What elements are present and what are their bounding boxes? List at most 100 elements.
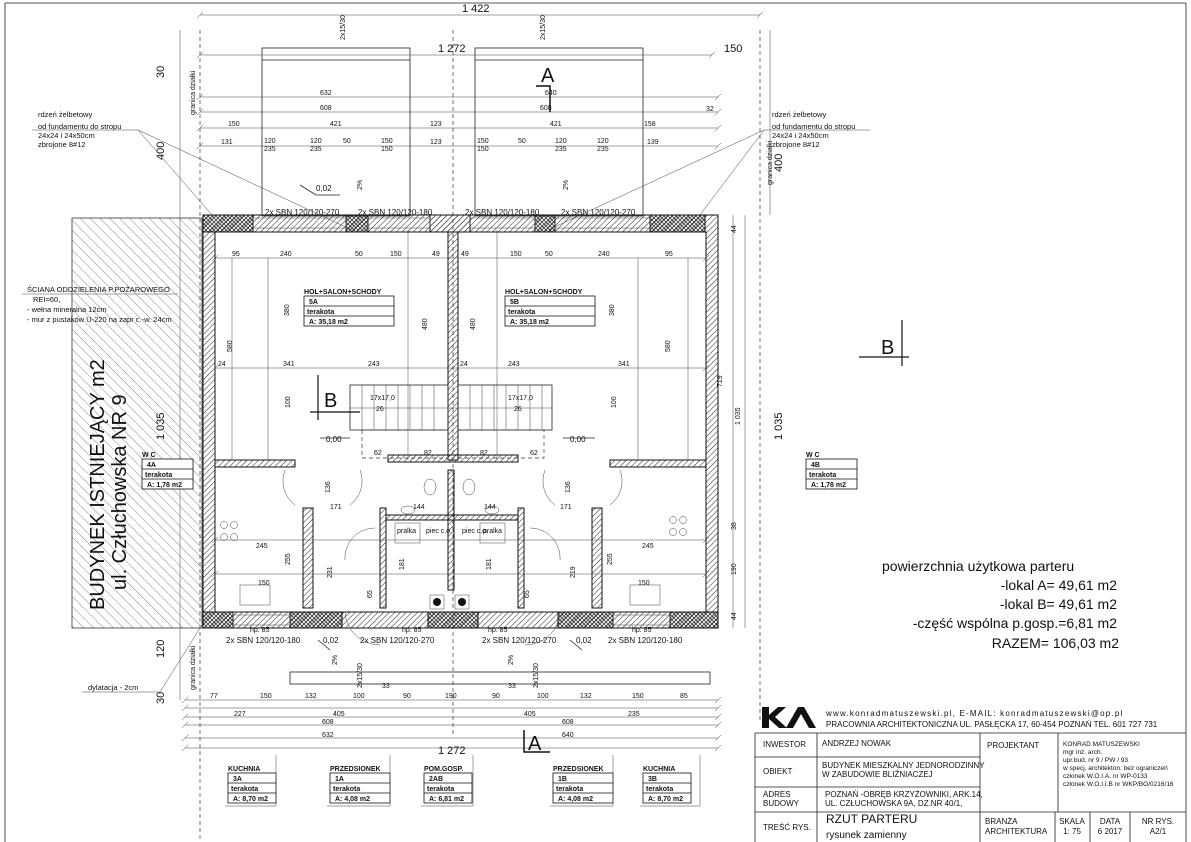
existing-building-area bbox=[71, 217, 203, 629]
dimension-label: 608 bbox=[562, 719, 574, 726]
section-markers: A A B B bbox=[310, 65, 909, 755]
svg-text:30: 30 bbox=[155, 66, 167, 78]
room-name: KUCHNIA bbox=[228, 766, 260, 773]
dimension-label: 421 bbox=[550, 121, 562, 128]
company-logo bbox=[762, 707, 816, 728]
dimension-label: 136 bbox=[565, 481, 572, 493]
svg-text:2x SBN 120/120-270: 2x SBN 120/120-270 bbox=[561, 208, 636, 217]
room-number: 1A bbox=[335, 776, 344, 783]
dimension-label: 100 bbox=[611, 396, 618, 408]
dimension-label: 2x15/30 bbox=[540, 15, 547, 40]
svg-text:UL. CZŁUCHOWSKA 9A, DZ.NR 40/1: UL. CZŁUCHOWSKA 9A, DZ.NR 40/1, bbox=[825, 799, 962, 808]
dimension-label: 181 bbox=[486, 558, 493, 570]
dimension-label: 150 bbox=[632, 693, 644, 700]
dimension-label: 17x17,0 bbox=[370, 395, 395, 402]
dimension-label: 240 bbox=[280, 251, 292, 258]
room-name: PRZEDSIONEK bbox=[553, 766, 604, 773]
boundary-label-right: granica działki bbox=[767, 140, 774, 185]
svg-text:1 272: 1 272 bbox=[438, 43, 466, 55]
dimension-label: 190 bbox=[731, 563, 738, 575]
dimension-label: 65 bbox=[367, 590, 374, 598]
dimension-label: 380 bbox=[609, 304, 616, 316]
room-floor: terakota bbox=[809, 472, 836, 479]
svg-text:2x SBN 120/120-180: 2x SBN 120/120-180 bbox=[358, 208, 433, 217]
svg-text:1 272: 1 272 bbox=[438, 745, 466, 757]
room-number: 2AB bbox=[429, 776, 443, 783]
svg-text:członek W.O.I.I.B nr WKP/BO/02: członek W.O.I.I.B nr WKP/BO/0216/16 bbox=[1063, 781, 1174, 788]
svg-text:2x SBN 120/120-180: 2x SBN 120/120-180 bbox=[226, 636, 301, 645]
dimension-label: 32 bbox=[706, 106, 714, 113]
overall-dimensions: 1 422 1 272 150 1 272 1 035 1 035 400 40… bbox=[155, 3, 785, 757]
svg-text:0,02: 0,02 bbox=[576, 636, 592, 645]
svg-text:1 035: 1 035 bbox=[735, 407, 742, 425]
dimension-label: 82 bbox=[424, 450, 432, 457]
dimension-label: 65 bbox=[524, 590, 531, 598]
dimension-label: 245 bbox=[642, 543, 654, 550]
room-name: W C bbox=[806, 452, 820, 459]
svg-text:150: 150 bbox=[724, 43, 742, 55]
dimension-label: 150 bbox=[477, 146, 489, 153]
stairs bbox=[349, 384, 553, 459]
dimension-label: hp. 85 bbox=[632, 627, 652, 634]
svg-text:- mur z pustaków U-220 na zapr: - mur z pustaków U-220 na zapr c.-w. 24c… bbox=[27, 315, 172, 324]
doors bbox=[282, 469, 623, 646]
svg-text:OBIEKT: OBIEKT bbox=[763, 767, 792, 776]
svg-text:1: 75: 1: 75 bbox=[1063, 827, 1081, 836]
note-core-left: rdzeń żelbetowy od fundamentu do stropu … bbox=[32, 110, 353, 231]
note-dilatation: dylatacja - 2cm bbox=[82, 627, 201, 693]
fixtures bbox=[220, 478, 687, 610]
dimension-label: 608 bbox=[320, 105, 332, 112]
dimension-label: 33 bbox=[382, 683, 390, 690]
dimension-label: 100 bbox=[285, 396, 292, 408]
room-floor: terakota bbox=[556, 786, 583, 793]
dimension-label: 480 bbox=[470, 318, 477, 330]
section-b-left: B bbox=[324, 390, 337, 412]
svg-text:REI=60,: REI=60, bbox=[33, 295, 60, 304]
room-area: A: 1,78 m2 bbox=[147, 482, 182, 489]
room-number: 3A bbox=[233, 776, 242, 783]
room-number: 5A bbox=[309, 299, 318, 306]
dimension-label: 341 bbox=[618, 361, 630, 368]
svg-text:2%: 2% bbox=[357, 180, 364, 190]
dimension-label: 245 bbox=[256, 543, 268, 550]
dimension-label: 640 bbox=[562, 732, 574, 739]
room-number: 1B bbox=[558, 776, 567, 783]
dimension-label: 150 bbox=[390, 251, 402, 258]
dimension-label: 100 bbox=[353, 693, 365, 700]
dimension-label: 82 bbox=[480, 450, 488, 457]
room-number: 4A bbox=[147, 462, 156, 469]
boundary-lines: granica działki granica działki granica … bbox=[190, 30, 774, 842]
dimension-label: 608 bbox=[540, 105, 552, 112]
svg-text:719: 719 bbox=[717, 375, 724, 387]
dimension-label: 123 bbox=[430, 121, 442, 128]
svg-text:0,00: 0,00 bbox=[326, 435, 342, 444]
note-fire-wall: ŚCIANA ODDZIELENIA P.POŻAROWEGO REI=60, … bbox=[22, 285, 178, 324]
level-marks: 0,02 0,00 0,00 0,02 0,02 2% 2% 2% 2% bbox=[299, 180, 595, 665]
dimension-label: 17x17,0 bbox=[508, 395, 533, 402]
dimension-label: 150 bbox=[477, 138, 489, 145]
svg-text:mgr inż. arch.: mgr inż. arch. bbox=[1063, 749, 1103, 756]
room-floor: terakota bbox=[646, 786, 673, 793]
dimension-label: 50 bbox=[355, 251, 363, 258]
section-a-bottom: A bbox=[528, 733, 542, 755]
svg-text:ARCHITEKTURA: ARCHITEKTURA bbox=[985, 827, 1048, 836]
dimension-label: 49 bbox=[432, 251, 440, 258]
company-office: PRACOWNIA ARCHITEKTONICZNA UL. PASŁĘCKA … bbox=[826, 720, 1158, 729]
svg-text:2x SBN 120/120-180: 2x SBN 120/120-180 bbox=[465, 208, 540, 217]
dimension-label: 240 bbox=[598, 251, 610, 258]
svg-text:ANDRZEJ NOWAK: ANDRZEJ NOWAK bbox=[822, 739, 892, 748]
dimension-label: 139 bbox=[647, 139, 659, 146]
svg-text:ul. Człuchowska NR 9: ul. Człuchowska NR 9 bbox=[109, 394, 131, 590]
room-floor: terakota bbox=[333, 786, 360, 793]
title-block: www.konradmatuszewski.pl, E-MAIL: konrad… bbox=[754, 707, 1186, 842]
dimension-label: 50 bbox=[343, 138, 351, 145]
dimension-label: 171 bbox=[560, 504, 572, 511]
dimension-label: 150 bbox=[381, 138, 393, 145]
dimension-label: 580 bbox=[665, 340, 672, 352]
